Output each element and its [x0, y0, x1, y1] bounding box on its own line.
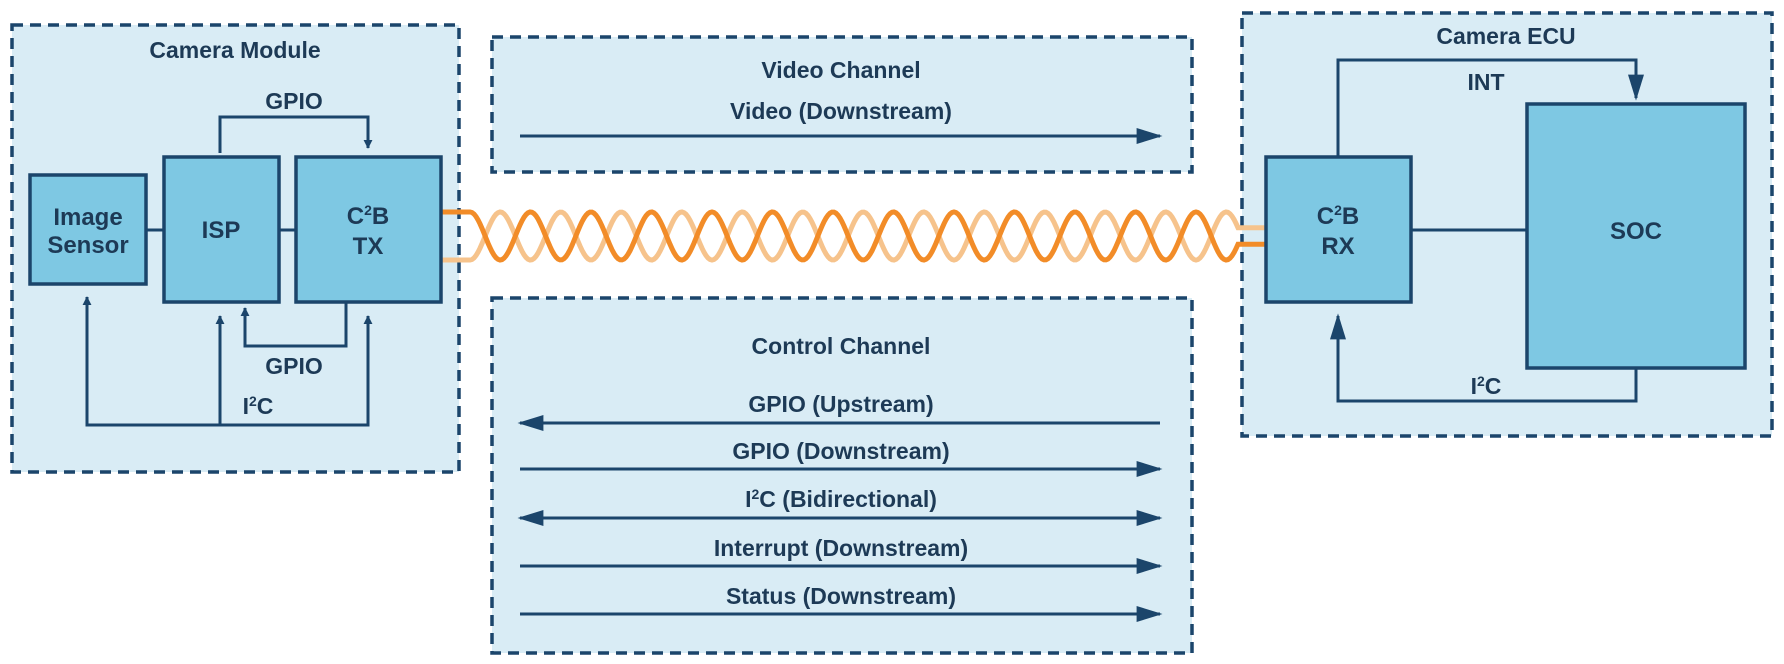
image-sensor-block: [28, 173, 148, 286]
gpio-bottom-label: GPIO: [265, 353, 323, 379]
control-channel-zone: [490, 296, 1194, 655]
twisted-pair-cable: [441, 209, 1266, 263]
video-channel-title: Video Channel: [761, 57, 920, 83]
gpio-top-label: GPIO: [265, 88, 323, 114]
int-wire: [1336, 58, 1644, 157]
soc-label: SOC: [1610, 218, 1662, 245]
camera-module-title: Camera Module: [149, 37, 320, 63]
camera-ecu-title: Camera ECU: [1436, 23, 1575, 49]
i2c-ecu-label: I2C: [1471, 373, 1502, 399]
c2b-rx-block: [1264, 155, 1413, 304]
i2c-bidirectional-label: I2C (Bidirectional): [745, 486, 937, 512]
isp-block: [162, 155, 281, 304]
gpio-downstream-label: GPIO (Downstream): [732, 438, 949, 464]
int-label: INT: [1467, 69, 1504, 95]
video-downstream-label: Video (Downstream): [730, 98, 952, 124]
interrupt-downstream-label: Interrupt (Downstream): [714, 535, 968, 561]
c2b-tx-block: [294, 155, 443, 304]
i2c-module-bus: [85, 297, 373, 427]
control-channel-title: Control Channel: [752, 333, 931, 359]
cable-conductor-front: [441, 209, 1266, 263]
video-channel-zone: [490, 35, 1194, 174]
gpio-upstream-label: GPIO (Upstream): [748, 391, 933, 417]
status-downstream-label: Status (Downstream): [726, 583, 956, 609]
isp-label: ISP: [202, 217, 241, 244]
soc-block: [1525, 102, 1747, 370]
i2c-ecu-wire: [1330, 313, 1638, 403]
cable-conductor-back: [441, 209, 1266, 263]
i2c-module-label: I2C: [243, 393, 274, 419]
gpio-bottom-wire: [240, 302, 348, 348]
gpio-top-wire: [218, 115, 373, 153]
